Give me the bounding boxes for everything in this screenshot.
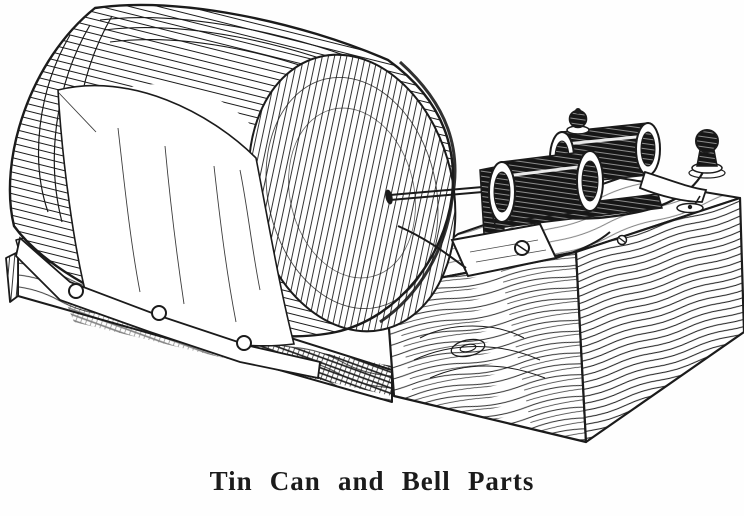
contact-plate [397,222,558,278]
binding-post-small [566,108,590,135]
support-bracket [638,170,708,214]
figure-caption: Tin Can and Bell Parts [209,466,535,496]
paper-label [57,84,296,347]
wood-knot [413,325,546,379]
rivets [68,283,252,351]
figure-illustration [5,3,744,444]
spring-wire [397,225,467,269]
electromagnet-coil-front [488,150,604,223]
base-screw [616,234,628,246]
binding-post-large [688,129,726,179]
contact-screw [514,240,530,256]
mounting-strap [15,236,321,380]
engraving-svg [5,3,744,444]
